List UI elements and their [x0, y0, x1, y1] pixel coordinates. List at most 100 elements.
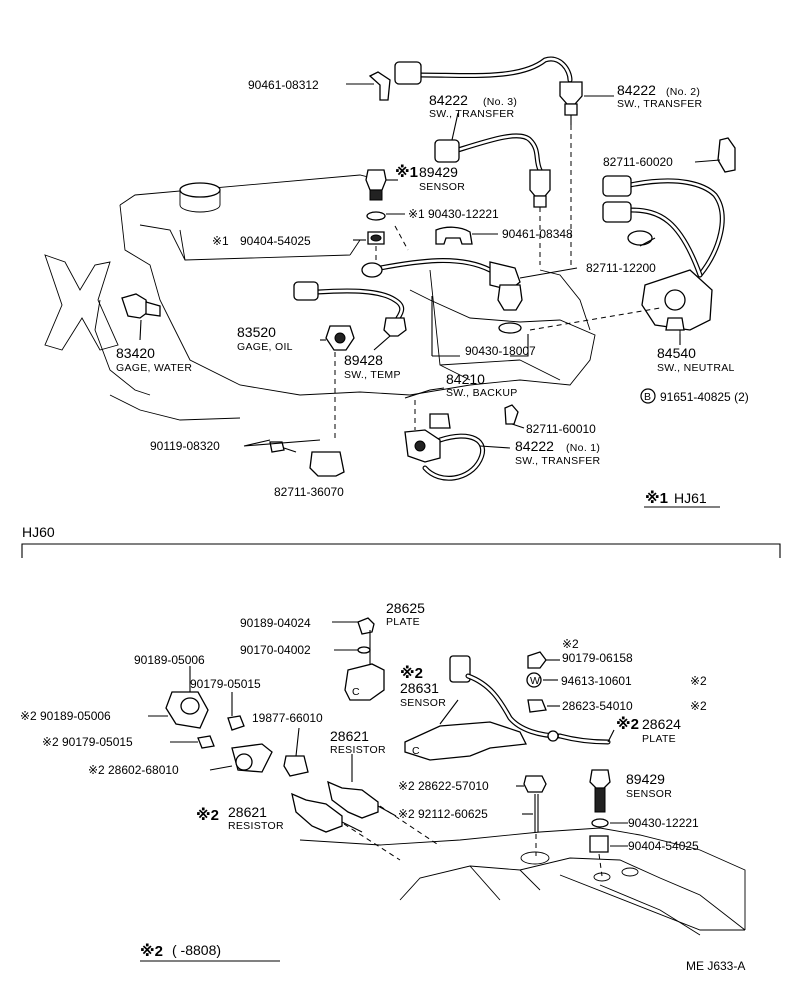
plate-letter-c2: C	[412, 745, 420, 757]
water-gage-83420	[121, 293, 161, 319]
label-84222-no2: 84222	[617, 82, 656, 98]
label-28621b: 28621	[228, 804, 267, 820]
label-28621-desc: RESISTOR	[330, 744, 386, 756]
temp-switch-harness	[293, 281, 407, 337]
label-90189-05006b: 90189-05006	[40, 709, 111, 723]
b-badge-circle	[640, 388, 656, 404]
label-28631-desc: SENSOR	[400, 697, 446, 709]
label-28623-54010: 28623-54010	[562, 699, 633, 713]
label-84222-no1-desc: SW., TRANSFER	[515, 455, 600, 467]
footer-code: ME J633-A	[686, 959, 745, 973]
label-90430-12221-mark: ※1	[408, 207, 425, 221]
legend-hj61-mark: ※1	[645, 489, 668, 507]
label-19877-66010: 19877-66010	[252, 711, 323, 725]
plate-28625: C	[344, 617, 385, 701]
sensor-89429-hj60	[589, 769, 611, 853]
label-90179-06158: 90179-06158	[562, 651, 633, 665]
label-84222-no1: 84222	[515, 438, 554, 454]
label-90430-12221b: 90430-12221	[628, 816, 699, 830]
label-84222-no1-number: (No. 1)	[566, 442, 600, 454]
fan-blade-hj61	[44, 254, 119, 351]
label-84210: 84210	[446, 371, 485, 387]
label-90179-05015b: 90179-05015	[62, 735, 133, 749]
label-90189-05006b-mark: ※2	[20, 709, 37, 723]
label-84222-no3-desc: SW., TRANSFER	[429, 108, 514, 120]
clamp-82711-36070	[309, 451, 345, 477]
label-28621b-desc: RESISTOR	[228, 820, 284, 832]
label-89428-desc: SW., TEMP	[344, 369, 401, 381]
labels-hj60: 90189-04024 28625 PLATE 90170-04002 9018…	[20, 600, 745, 973]
cylinder-head-outline	[299, 827, 746, 936]
label-83520-desc: GAGE, OIL	[237, 341, 293, 353]
label-28625: 28625	[386, 600, 425, 616]
label-83420: 83420	[116, 345, 155, 361]
resistor-28621-upper	[327, 780, 397, 819]
label-28621b-mark: ※2	[196, 806, 219, 824]
resistor-28621-lower	[291, 792, 363, 833]
label-90430-18007: 90430-18007	[465, 344, 536, 358]
neutral-switch-harness	[602, 137, 736, 331]
transfer-switch-no1-harness	[404, 404, 519, 481]
label-84222-no2-desc: SW., TRANSFER	[617, 98, 702, 110]
label-91651-40825: 91651-40825 (2)	[660, 390, 749, 404]
label-28602-mark: ※2	[88, 763, 105, 777]
label-89429: 89429	[419, 164, 458, 180]
label-89428: 89428	[344, 352, 383, 368]
small-parts-hj60-right: W	[523, 651, 547, 832]
label-28602-68010: 28602-68010	[108, 763, 179, 777]
sensor-89429	[365, 169, 387, 245]
label-84222-no3: 84222	[429, 92, 468, 108]
label-28631-mark: ※2	[400, 664, 423, 682]
label-28623-mark: ※2	[690, 699, 707, 713]
oil-line-clamp	[361, 226, 523, 334]
sensor-28631-assembly: C	[404, 655, 611, 761]
oil-gage-83520	[325, 325, 355, 351]
label-82711-60010: 82711-60010	[526, 422, 596, 436]
label-84210-desc: SW., BACKUP	[446, 387, 518, 399]
leader-lines-hj60	[148, 621, 628, 847]
label-28622-mark: ※2	[398, 779, 415, 793]
bolt-90119	[269, 441, 297, 453]
label-90404-54025: 90404-54025	[240, 234, 311, 248]
label-28622-57010: 28622-57010	[418, 779, 489, 793]
label-83420-desc: GAGE, WATER	[116, 362, 192, 374]
label-82711-60020: 82711-60020	[603, 155, 673, 169]
label-90179-05015: 90179-05015	[190, 677, 261, 691]
hj60-section-frame: HJ60	[21, 524, 781, 558]
legend-hj60-mark: ※2	[140, 942, 163, 960]
labels-hj61: 90461-08312 84222 (No. 3) SW., TRANSFER …	[116, 78, 749, 508]
label-90430-12221: 90430-12221	[428, 207, 499, 221]
label-90119-08320: 90119-08320	[150, 439, 220, 453]
transfer-switch-no2-harness	[394, 56, 583, 125]
label-28624: 28624	[642, 716, 681, 732]
label-90404-54025b: 90404-54025	[628, 839, 699, 853]
label-84540-desc: SW., NEUTRAL	[657, 362, 735, 374]
label-94613-10601: 94613-10601	[561, 674, 632, 688]
label-84222-no2-number: (No. 2)	[666, 86, 700, 98]
label-89429-mark: ※1	[395, 163, 418, 181]
legend-hj60-range: ( -8808)	[172, 942, 221, 958]
clip-90461-08312	[368, 71, 391, 101]
label-89429b: 89429	[626, 771, 665, 787]
label-90404-54025-mark: ※1	[212, 234, 229, 248]
label-83520: 83520	[237, 324, 276, 340]
label-89429b-desc: SENSOR	[626, 788, 672, 800]
label-90189-05006: 90189-05006	[134, 653, 205, 667]
label-89429-desc: SENSOR	[419, 181, 465, 193]
small-parts-hj60-left	[165, 691, 309, 777]
leader-lines-hj61	[139, 83, 721, 449]
label-91651-badge: B	[644, 391, 651, 403]
label-82711-36070: 82711-36070	[274, 485, 344, 499]
label-28631: 28631	[400, 680, 439, 696]
legend-hj61-model: HJ61	[674, 490, 707, 506]
label-94613-mark: ※2	[690, 674, 707, 688]
label-28624-desc: PLATE	[642, 733, 676, 745]
label-84540: 84540	[657, 345, 696, 361]
label-90189-04024: 90189-04024	[240, 616, 311, 630]
plate-letter-c1: C	[352, 686, 360, 698]
radiator-cap	[179, 182, 221, 213]
label-90179-05015b-mark: ※2	[42, 735, 59, 749]
hj60-section-title: HJ60	[22, 524, 55, 540]
